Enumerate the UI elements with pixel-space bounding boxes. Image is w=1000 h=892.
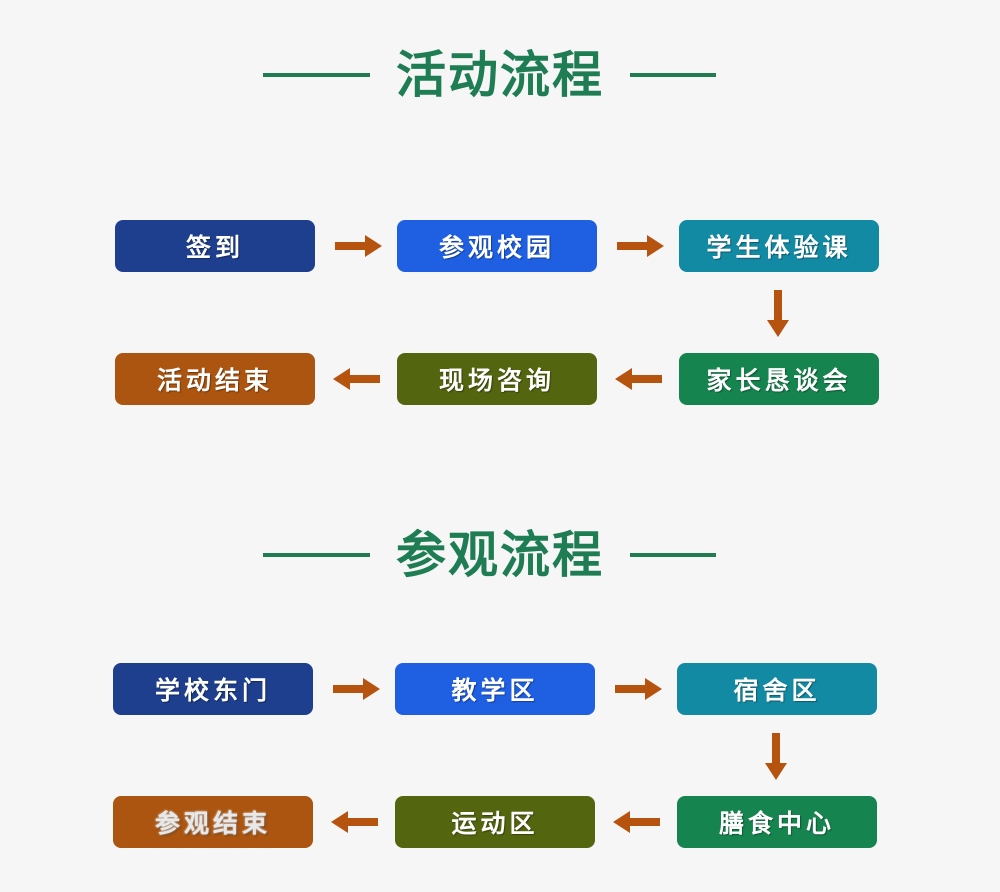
title-dash-right: [630, 73, 716, 77]
step-dining-center: 膳食中心: [677, 796, 877, 848]
activity-flow-title-text: 活动流程: [396, 46, 604, 104]
arrow-left-icon: [613, 811, 660, 833]
step-consultation: 现场咨询: [397, 353, 597, 405]
step-sports-area: 运动区: [395, 796, 595, 848]
arrow-right-icon: [615, 678, 662, 700]
step-tour-end: 参观结束: [113, 796, 313, 848]
arrow-left-icon: [615, 368, 662, 390]
step-checkin: 签到: [115, 220, 315, 272]
step-campus-tour: 参观校园: [397, 220, 597, 272]
step-east-gate: 学校东门: [113, 663, 313, 715]
arrow-down-icon: [765, 733, 787, 780]
tour-flow-title-text: 参观流程: [396, 526, 604, 584]
step-trial-class: 学生体验课: [679, 220, 879, 272]
arrow-right-icon: [335, 235, 382, 257]
arrow-left-icon: [333, 368, 380, 390]
title-dash-left: [263, 73, 370, 77]
step-parent-meeting: 家长恳谈会: [679, 353, 879, 405]
title-dash-right: [630, 553, 716, 557]
step-teaching-area: 教学区: [395, 663, 595, 715]
step-activity-end: 活动结束: [115, 353, 315, 405]
arrow-right-icon: [617, 235, 664, 257]
tour-flow-title: 参观流程: [0, 520, 1000, 590]
title-dash-left: [263, 553, 370, 557]
arrow-down-icon: [767, 290, 789, 337]
arrow-right-icon: [333, 678, 380, 700]
step-dormitory-area: 宿舍区: [677, 663, 877, 715]
activity-flow-title: 活动流程: [0, 40, 1000, 110]
arrow-left-icon: [331, 811, 378, 833]
